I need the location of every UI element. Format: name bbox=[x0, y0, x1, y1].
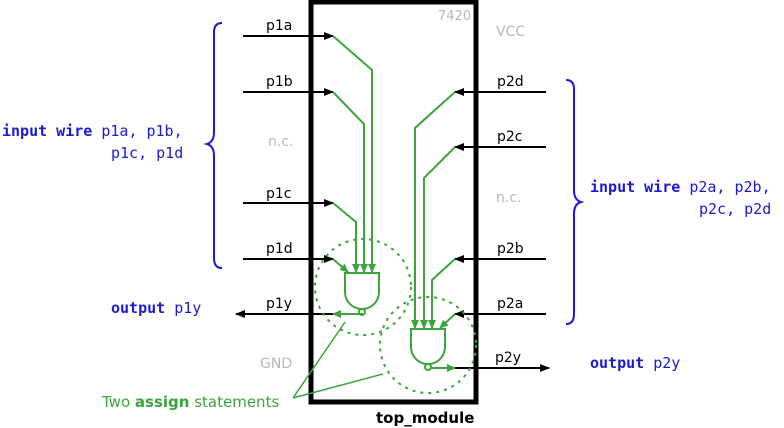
code-right-inputs-line1: input wire p2a, p2b, bbox=[590, 178, 771, 196]
pin-label-p1c: p1c bbox=[266, 186, 292, 202]
left-brace bbox=[203, 22, 223, 269]
nand-gate-2 bbox=[410, 328, 446, 365]
gate2-input-wires bbox=[411, 91, 456, 329]
chip-part-number: 7420 bbox=[438, 9, 471, 24]
annotation-pointer-2 bbox=[292, 373, 384, 399]
module-name: top_module bbox=[376, 409, 474, 427]
pin-label-p1d: p1d bbox=[266, 241, 293, 257]
code-left-inputs-line2: p1c, p1d bbox=[111, 144, 183, 162]
assign-annotation: Two assign statements bbox=[101, 393, 279, 411]
pin-label-p2b: p2b bbox=[497, 241, 524, 257]
gate1-input-wires bbox=[332, 35, 376, 273]
assign-circle-2 bbox=[379, 296, 477, 394]
gate1-output-wire bbox=[332, 310, 363, 318]
code-left-output: output p1y bbox=[111, 299, 201, 317]
chip-body bbox=[308, 0, 479, 405]
pin-label-p2y: p2y bbox=[495, 350, 521, 366]
pin-label-p1b: p1b bbox=[266, 74, 293, 90]
pin-label-vcc: VCC bbox=[496, 24, 525, 40]
right-brace bbox=[565, 79, 585, 325]
code-left-inputs-line1: input wire p1a, p1b, bbox=[2, 122, 183, 140]
pin-label-p1y: p1y bbox=[266, 296, 292, 312]
pin-label-p2d: p2d bbox=[497, 74, 524, 90]
pin-label-p2a: p2a bbox=[497, 296, 523, 312]
nand-gate-1 bbox=[344, 272, 380, 310]
pin-label-nc-right: n.c. bbox=[496, 190, 521, 206]
assign-circle-1 bbox=[314, 238, 412, 336]
pin-label-p2c: p2c bbox=[497, 129, 523, 145]
code-right-inputs-line2: p2c, p2d bbox=[699, 200, 771, 218]
annotation-pointer-1 bbox=[292, 321, 346, 399]
pin-label-nc-left: n.c. bbox=[268, 134, 293, 150]
nand-gate-2-bubble bbox=[424, 363, 432, 371]
pin-label-gnd: GND bbox=[260, 356, 292, 372]
code-right-output: output p2y bbox=[590, 354, 680, 372]
pin-label-p1a: p1a bbox=[266, 18, 292, 34]
